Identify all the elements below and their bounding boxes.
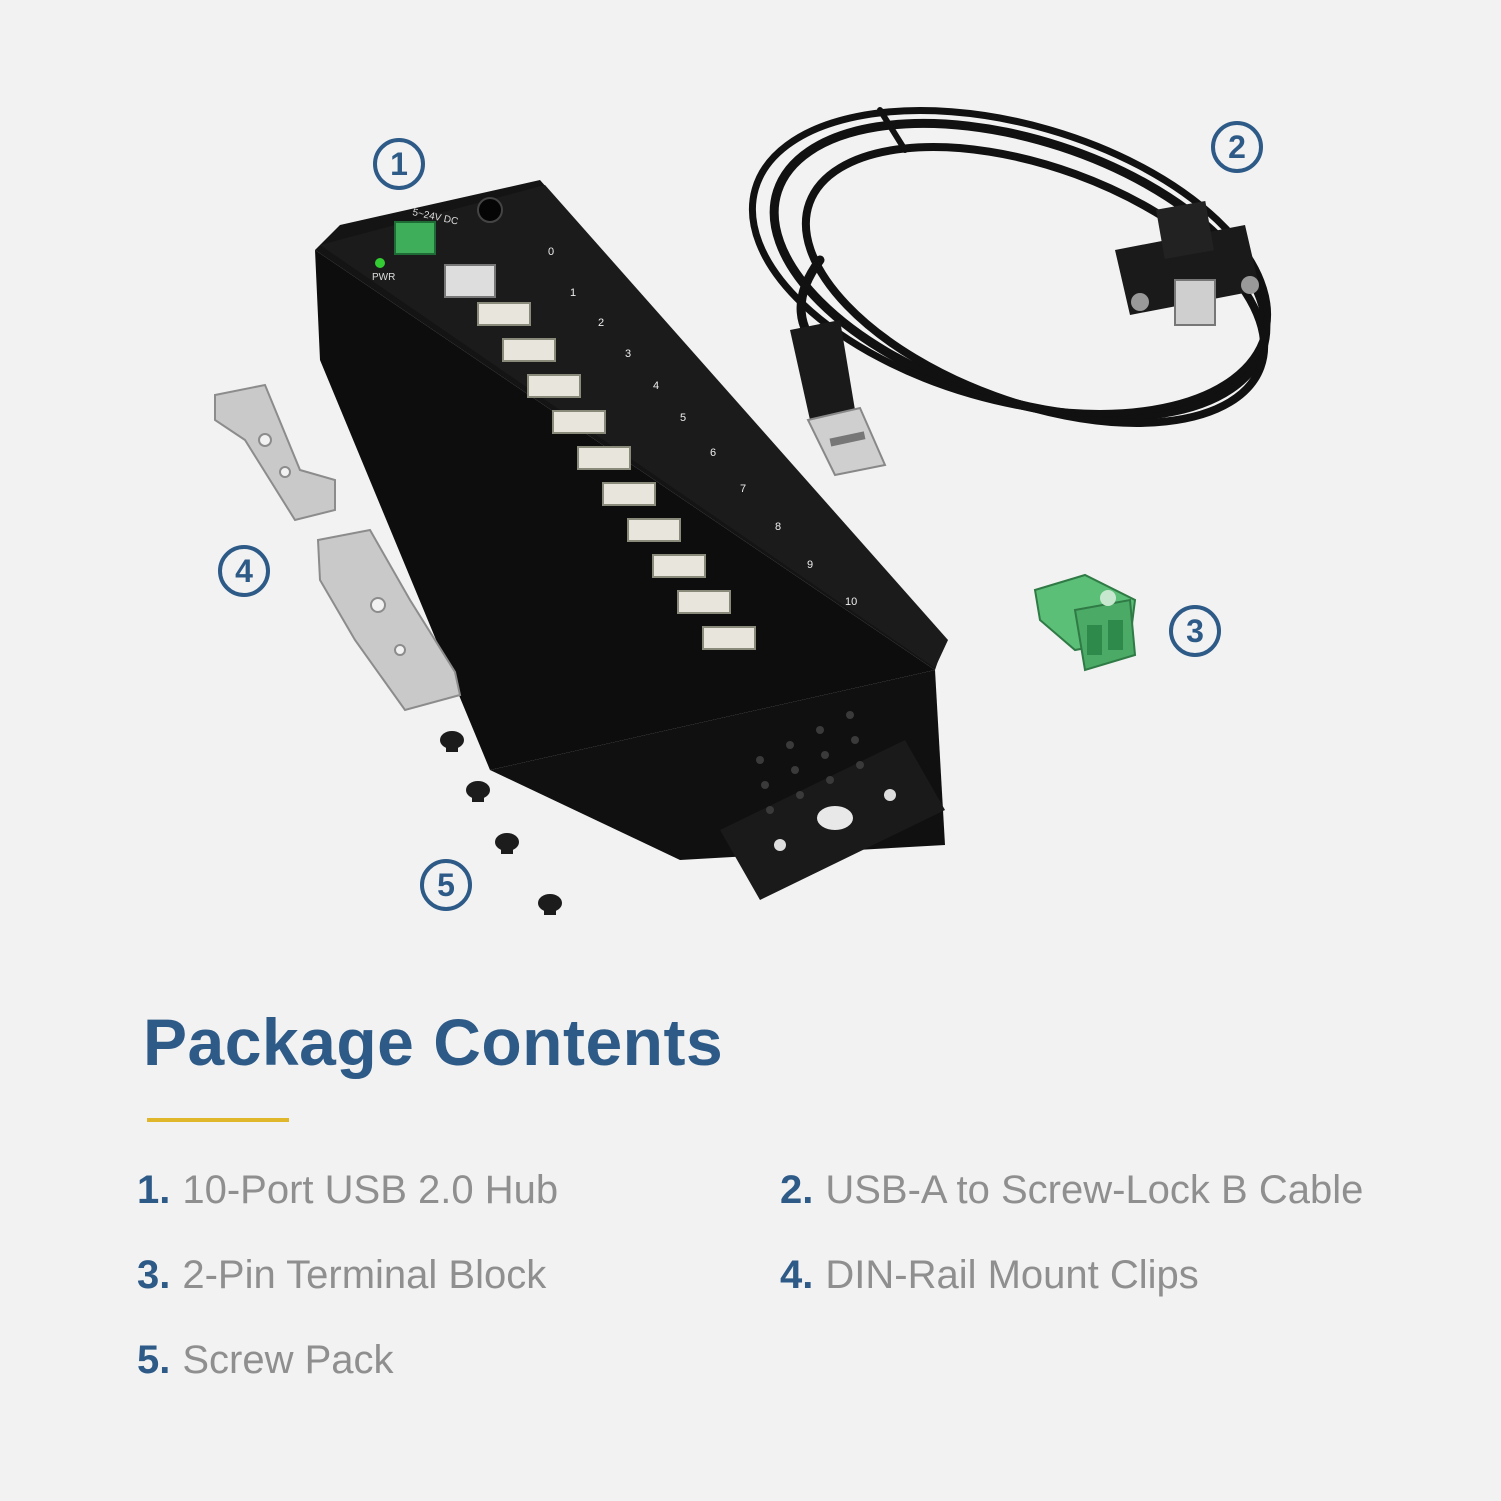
port-label: 8 xyxy=(775,521,781,533)
list-item: 5.Screw Pack xyxy=(137,1338,394,1383)
port-label: 5 xyxy=(680,412,686,424)
power-terminal xyxy=(394,221,436,255)
title-underline xyxy=(147,1118,289,1122)
callout-2: 2 xyxy=(1211,121,1263,173)
list-item-number: 1. xyxy=(137,1168,171,1212)
terminal-block xyxy=(1033,573,1137,672)
callout-5: 5 xyxy=(420,859,472,911)
port-label: 1 xyxy=(570,287,576,299)
list-item-number: 5. xyxy=(137,1338,171,1382)
callout-3: 3 xyxy=(1169,605,1221,657)
callout-1: 1 xyxy=(373,138,425,190)
port-label: 4 xyxy=(653,380,659,392)
port-label: 7 xyxy=(740,483,746,495)
list-item-number: 3. xyxy=(137,1253,171,1297)
usb-a-ports xyxy=(477,302,756,650)
din-rail-clips xyxy=(214,383,462,712)
port-label: 6 xyxy=(710,447,716,459)
port-label: 9 xyxy=(807,559,813,571)
list-item-label: USB-A to Screw-Lock B Cable xyxy=(825,1168,1364,1212)
pwr-label: PWR xyxy=(372,272,395,283)
screws xyxy=(440,731,562,915)
list-item-number: 2. xyxy=(780,1168,814,1212)
list-item-label: DIN-Rail Mount Clips xyxy=(825,1253,1199,1297)
list-item: 4.DIN-Rail Mount Clips xyxy=(780,1253,1199,1298)
usb-a-plug xyxy=(790,320,887,477)
list-item-number: 4. xyxy=(780,1253,814,1297)
list-item: 3.2-Pin Terminal Block xyxy=(137,1253,546,1298)
list-item-label: 2-Pin Terminal Block xyxy=(182,1253,547,1297)
page-title: Package Contents xyxy=(143,1005,724,1079)
port-label: 3 xyxy=(625,348,631,360)
port-label: 10 xyxy=(845,596,857,608)
list-item: 1.10-Port USB 2.0 Hub xyxy=(137,1168,558,1213)
usb-b-screwlock-connector xyxy=(1115,201,1260,326)
list-item: 2.USB-A to Screw-Lock B Cable xyxy=(780,1168,1363,1213)
usb-b-port xyxy=(444,264,496,298)
list-item-label: Screw Pack xyxy=(182,1338,394,1382)
product-photo: PWR 5~24V DC 0 1 2 3 4 5 6 7 8 xyxy=(214,107,1272,915)
pwr-led xyxy=(375,258,385,268)
port-label: 0 xyxy=(548,246,554,258)
port-label: 2 xyxy=(598,317,604,329)
usb-cable xyxy=(748,107,1272,427)
usb-hub: PWR 5~24V DC 0 1 2 3 4 5 6 7 8 xyxy=(315,180,948,900)
list-item-label: 10-Port USB 2.0 Hub xyxy=(182,1168,559,1212)
callout-4: 4 xyxy=(218,545,270,597)
dc-jack xyxy=(477,197,503,223)
